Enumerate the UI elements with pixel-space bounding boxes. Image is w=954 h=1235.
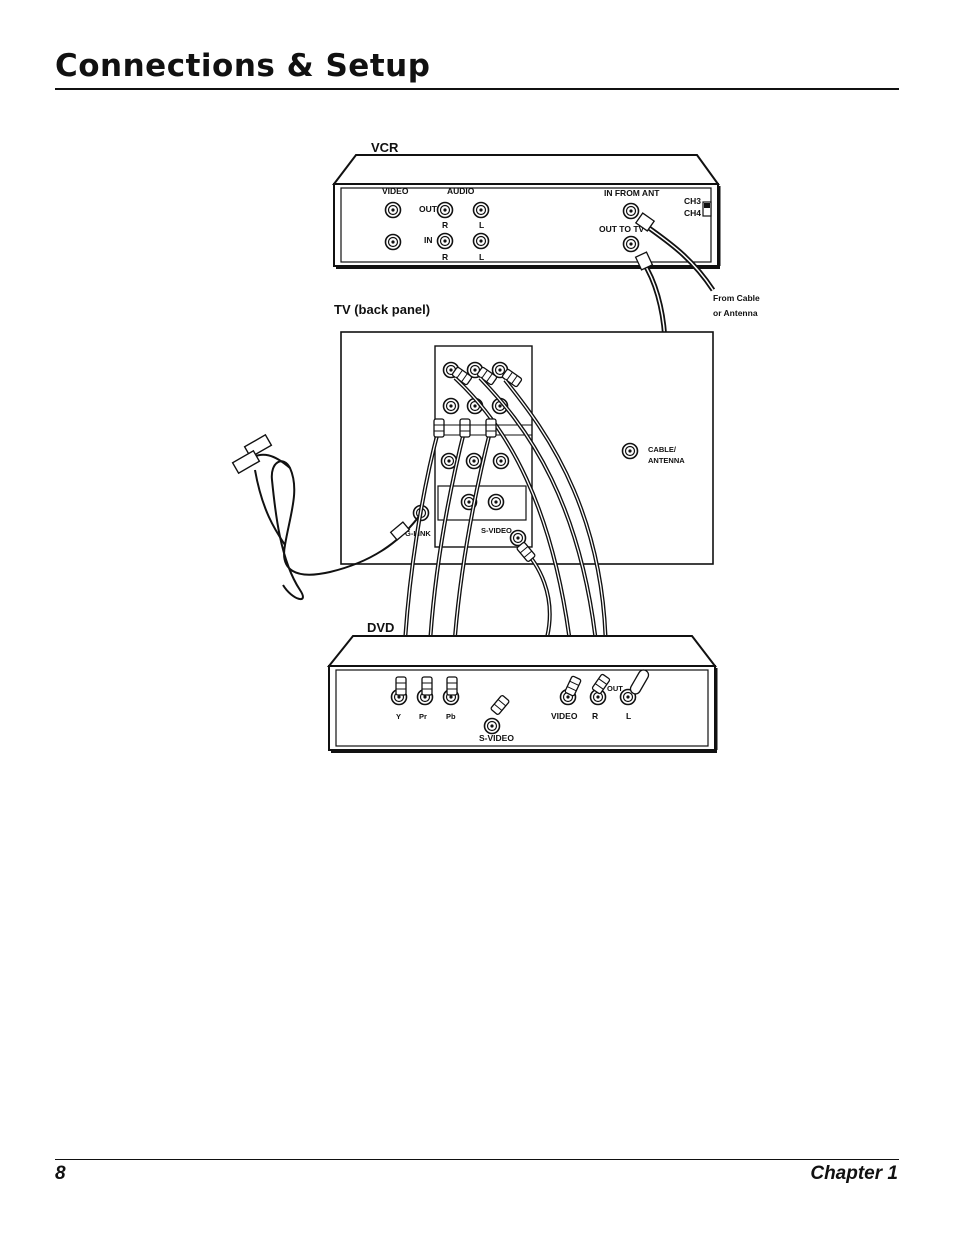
vcr-video-in-jack xyxy=(384,233,402,251)
vcr-in-label: IN xyxy=(424,235,433,245)
dvd-l-label: L xyxy=(626,711,631,721)
vcr-ant-in-jack xyxy=(622,202,640,220)
dvd-pr-label: Pr xyxy=(419,712,427,721)
vcr-r-label-2: R xyxy=(442,252,448,262)
tv-title: TV (back panel) xyxy=(334,302,430,317)
dvd-pb-label: Pb xyxy=(446,712,456,721)
tv-jack-r3c3 xyxy=(492,452,510,470)
vcr-video-label: VIDEO xyxy=(382,186,409,196)
page-title: Connections & Setup xyxy=(55,48,431,84)
dvd-r-label: R xyxy=(592,711,598,721)
tv-cable-antenna-jack xyxy=(621,442,639,460)
dvd-title: DVD xyxy=(367,620,394,635)
chapter-label: Chapter 1 xyxy=(810,1163,898,1184)
vcr-video-out-jack xyxy=(384,201,402,219)
vcr-audio-in-r-jack xyxy=(436,232,454,250)
page-number: 8 xyxy=(55,1163,66,1184)
tv-jack-r4c2 xyxy=(487,493,505,511)
vcr-ch4-label: CH4 xyxy=(684,208,701,218)
header-rule xyxy=(55,88,899,90)
vcr-r-label-1: R xyxy=(442,220,448,230)
vcr-out-label: OUT xyxy=(419,204,438,214)
vcr-ant-out-jack xyxy=(622,235,640,253)
dvd-s-video-jack xyxy=(483,717,501,735)
from-cable-label-2: or Antenna xyxy=(713,308,758,318)
tv-jack-r2c1 xyxy=(442,397,460,415)
dvd-s-video-label: S-VIDEO xyxy=(479,733,514,743)
vcr-channel-switch xyxy=(702,201,712,217)
vcr-out-to-tv-label: OUT TO TV xyxy=(599,224,645,234)
dvd-unit: DVD Y Pr Pb VIDEO R L OUT S-VIDEO xyxy=(326,620,718,753)
tv-cable-antenna-label-1: CABLE/ xyxy=(648,445,677,454)
tv-jack-r3c2 xyxy=(465,452,483,470)
vcr-unit: VCR VIDEO AUDIO OUT IN R L R L IN FROM A… xyxy=(331,140,721,269)
vcr-audio-in-l-jack xyxy=(472,232,490,250)
footer-rule xyxy=(55,1159,899,1160)
dvd-video-label: VIDEO xyxy=(551,711,578,721)
tv-cable-antenna-label-2: ANTENNA xyxy=(648,456,685,465)
tv-s-video-label: S-VIDEO xyxy=(481,526,512,535)
vcr-in-from-ant-label: IN FROM ANT xyxy=(604,188,660,198)
vcr-audio-out-r-jack xyxy=(436,201,454,219)
vcr-title: VCR xyxy=(371,140,399,155)
dvd-y-label: Y xyxy=(396,712,401,721)
g-link-cable xyxy=(231,433,421,600)
vcr-audio-label: AUDIO xyxy=(447,186,475,196)
vcr-ch3-label: CH3 xyxy=(684,196,701,206)
vcr-audio-out-l-jack xyxy=(472,201,490,219)
vcr-l-label-2: L xyxy=(479,252,484,262)
from-cable-label-1: From Cable xyxy=(713,293,760,303)
vcr-l-label-1: L xyxy=(479,220,484,230)
dvd-out-label: OUT xyxy=(607,684,623,693)
